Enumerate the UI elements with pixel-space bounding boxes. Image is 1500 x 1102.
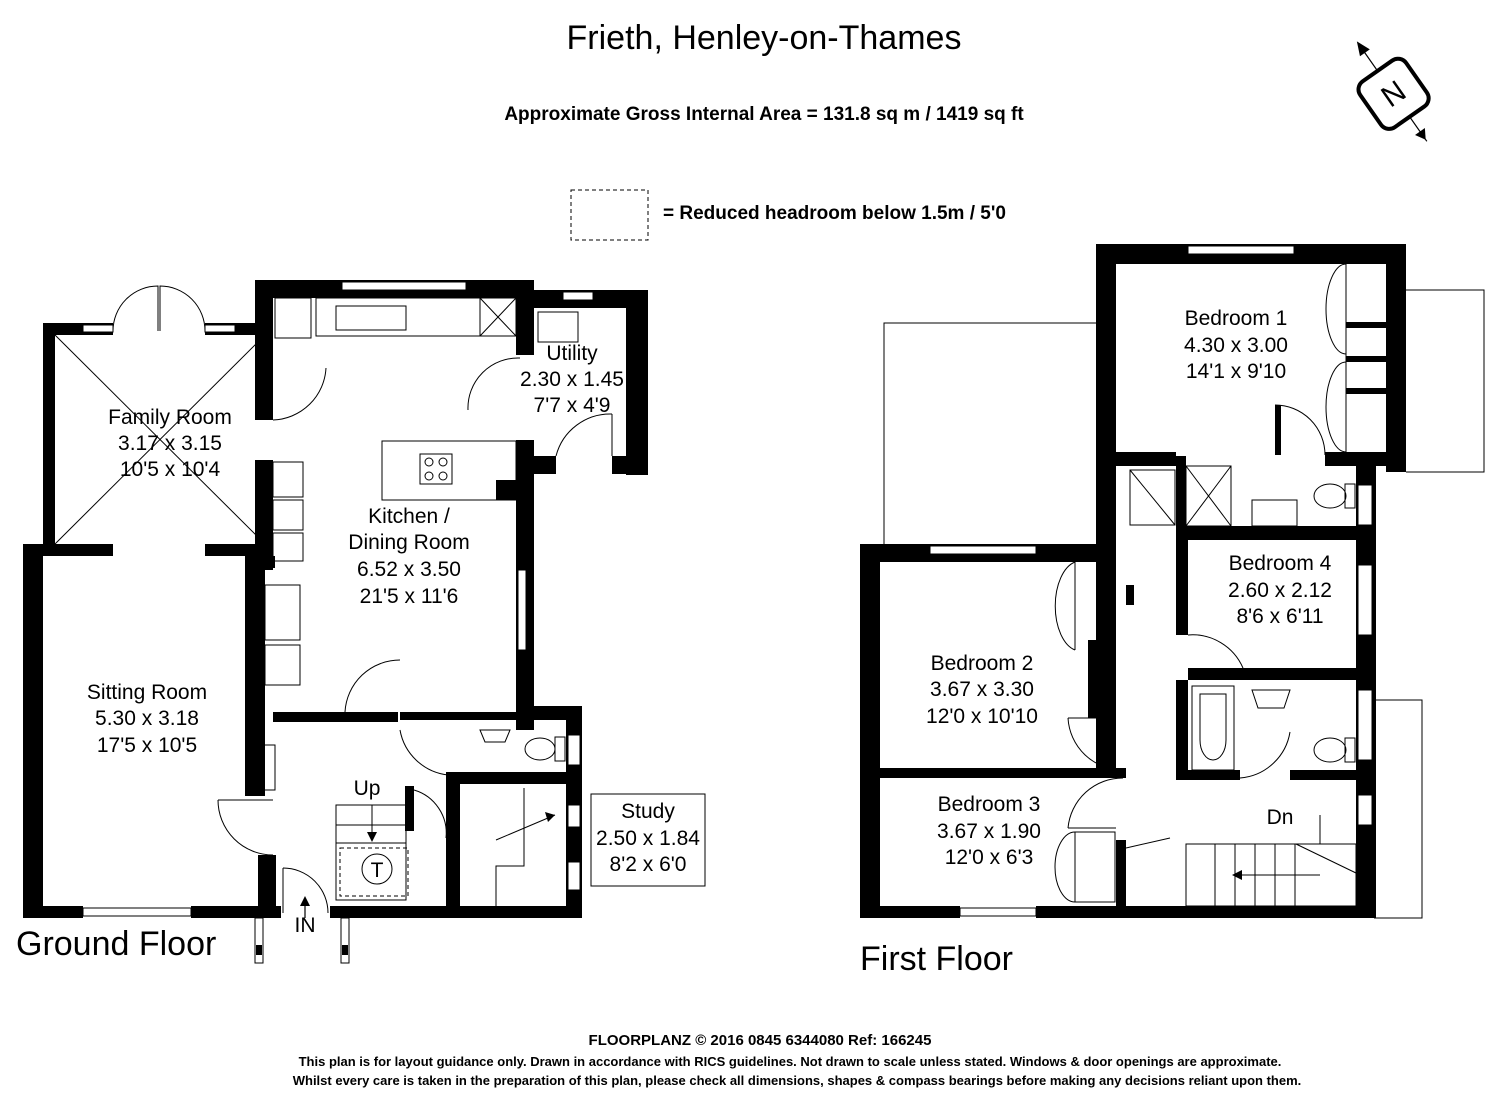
gross-area-text: Approximate Gross Internal Area = 131.8 …: [504, 104, 1024, 125]
stairs-down-label: Dn: [1267, 806, 1294, 829]
room-imperial: 12'0 x 6'3: [945, 846, 1034, 869]
room-name: Kitchen /: [368, 505, 450, 528]
room-metric: 2.50 x 1.84: [596, 827, 700, 850]
room-kitchen-dining: Kitchen / Dining Room 6.52 x 3.50 21'5 x…: [348, 505, 469, 608]
room-bedroom-3: Bedroom 3 3.67 x 1.90 12'0 x 6'3: [937, 793, 1041, 869]
room-metric: 5.30 x 3.18: [95, 707, 199, 730]
footer-disclaimer-1: This plan is for layout guidance only. D…: [299, 1054, 1282, 1069]
footer-credit: FLOORPLANZ © 2016 0845 6344080 Ref: 1662…: [589, 1032, 932, 1049]
room-name: Sitting Room: [87, 681, 207, 704]
room-imperial: 7'7 x 4'9: [534, 394, 611, 417]
room-name: Bedroom 1: [1185, 307, 1288, 330]
room-imperial: 8'6 x 6'11: [1236, 605, 1323, 628]
reduced-headroom-legend-swatch: [570, 189, 649, 241]
room-imperial: 14'1 x 9'10: [1186, 360, 1286, 383]
room-metric: 3.67 x 3.30: [930, 678, 1034, 701]
room-name: Bedroom 4: [1229, 552, 1332, 575]
room-metric: 2.60 x 2.12: [1228, 579, 1332, 602]
tank-label: T: [371, 859, 384, 882]
room-name: Study: [621, 800, 675, 823]
room-imperial: 10'5 x 10'4: [120, 458, 221, 481]
footer-disclaimer-2: Whilst every care is taken in the prepar…: [293, 1073, 1302, 1088]
room-study: Study 2.50 x 1.84 8'2 x 6'0: [590, 793, 706, 887]
room-metric: 3.17 x 3.15: [118, 432, 222, 455]
page-title: Frieth, Henley-on-Thames: [567, 19, 962, 57]
room-metric: 6.52 x 3.50: [357, 558, 461, 581]
reduced-headroom-legend-text: = Reduced headroom below 1.5m / 5'0: [663, 203, 1006, 224]
room-imperial: 17'5 x 10'5: [97, 734, 197, 757]
room-family-room: Family Room 3.17 x 3.15 10'5 x 10'4: [108, 406, 232, 481]
room-metric: 2.30 x 1.45: [520, 368, 624, 391]
room-name: Family Room: [108, 406, 232, 429]
room-imperial: 12'0 x 10'10: [926, 705, 1038, 728]
room-name-line2: Dining Room: [348, 531, 469, 554]
stairs-up-label: Up: [354, 777, 381, 800]
room-bedroom-2: Bedroom 2 3.67 x 3.30 12'0 x 10'10: [926, 652, 1038, 728]
room-metric: 3.67 x 1.90: [937, 820, 1041, 843]
room-name: Utility: [546, 342, 598, 365]
entrance-label: IN: [295, 914, 316, 937]
ground-floor-plan: T: [23, 280, 648, 964]
first-floor-plan: [860, 244, 1485, 919]
room-imperial: 8'2 x 6'0: [610, 853, 687, 876]
ground-floor-label: Ground Floor: [16, 925, 216, 963]
room-utility: Utility 2.30 x 1.45 7'7 x 4'9: [520, 342, 624, 417]
room-name: Bedroom 3: [938, 793, 1041, 816]
first-floor-label: First Floor: [860, 940, 1013, 978]
room-bedroom-4: Bedroom 4 2.60 x 2.12 8'6 x 6'11: [1228, 552, 1332, 628]
room-imperial: 21'5 x 11'6: [360, 585, 459, 608]
room-name: Bedroom 2: [931, 652, 1034, 675]
room-metric: 4.30 x 3.00: [1184, 334, 1288, 357]
compass-icon: N: [1356, 41, 1431, 142]
room-bedroom-1: Bedroom 1 4.30 x 3.00 14'1 x 9'10: [1184, 307, 1288, 383]
room-sitting-room: Sitting Room 5.30 x 3.18 17'5 x 10'5: [87, 681, 207, 757]
